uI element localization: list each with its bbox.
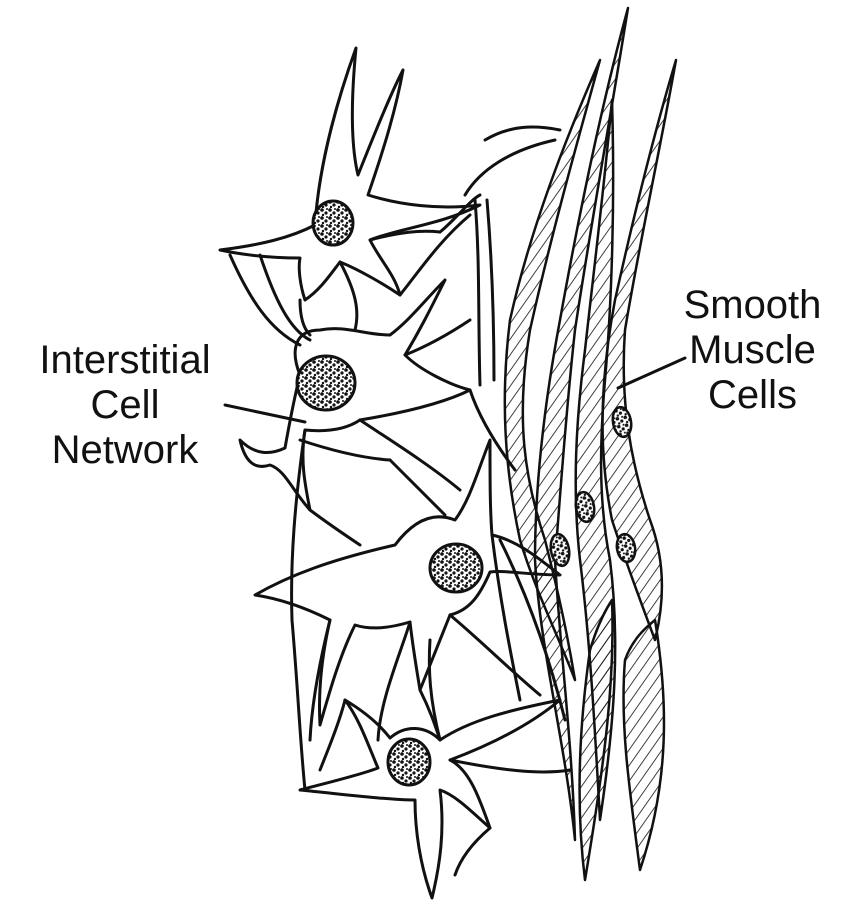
network-process <box>475 200 480 385</box>
network-process <box>310 510 360 545</box>
label-line: Cells <box>645 373 860 418</box>
smooth-muscle-cells-label: Smooth Muscle Cells <box>645 283 860 418</box>
nucleus-1 <box>313 201 353 245</box>
smooth-muscle-cells <box>505 8 676 880</box>
interstitial-cell-1 <box>220 48 480 300</box>
nucleus-3 <box>430 544 482 592</box>
interstitial-cell-network-label: Interstitial Cell Network <box>0 338 250 473</box>
network-process <box>378 622 410 740</box>
network-process <box>487 200 494 380</box>
network-process <box>340 262 357 330</box>
label-line: Network <box>0 428 250 473</box>
network-process <box>455 828 490 875</box>
network-process <box>292 620 305 790</box>
interstitial-cell-2 <box>240 280 470 510</box>
network-process <box>485 127 560 140</box>
interstitial-cell-4 <box>300 700 560 898</box>
network-process <box>465 140 555 195</box>
smooth-muscle-cell-5 <box>623 620 664 870</box>
label-line: Muscle <box>645 328 860 373</box>
network-process <box>300 300 310 335</box>
nucleus-2 <box>297 356 355 410</box>
network-process <box>390 460 445 515</box>
network-process <box>450 615 540 695</box>
network-process <box>450 760 570 772</box>
nucleus-4 <box>388 739 430 785</box>
network-process <box>300 440 390 460</box>
label-line: Cell <box>0 383 250 428</box>
label-line: Smooth <box>645 283 860 328</box>
label-line: Interstitial <box>0 338 250 383</box>
